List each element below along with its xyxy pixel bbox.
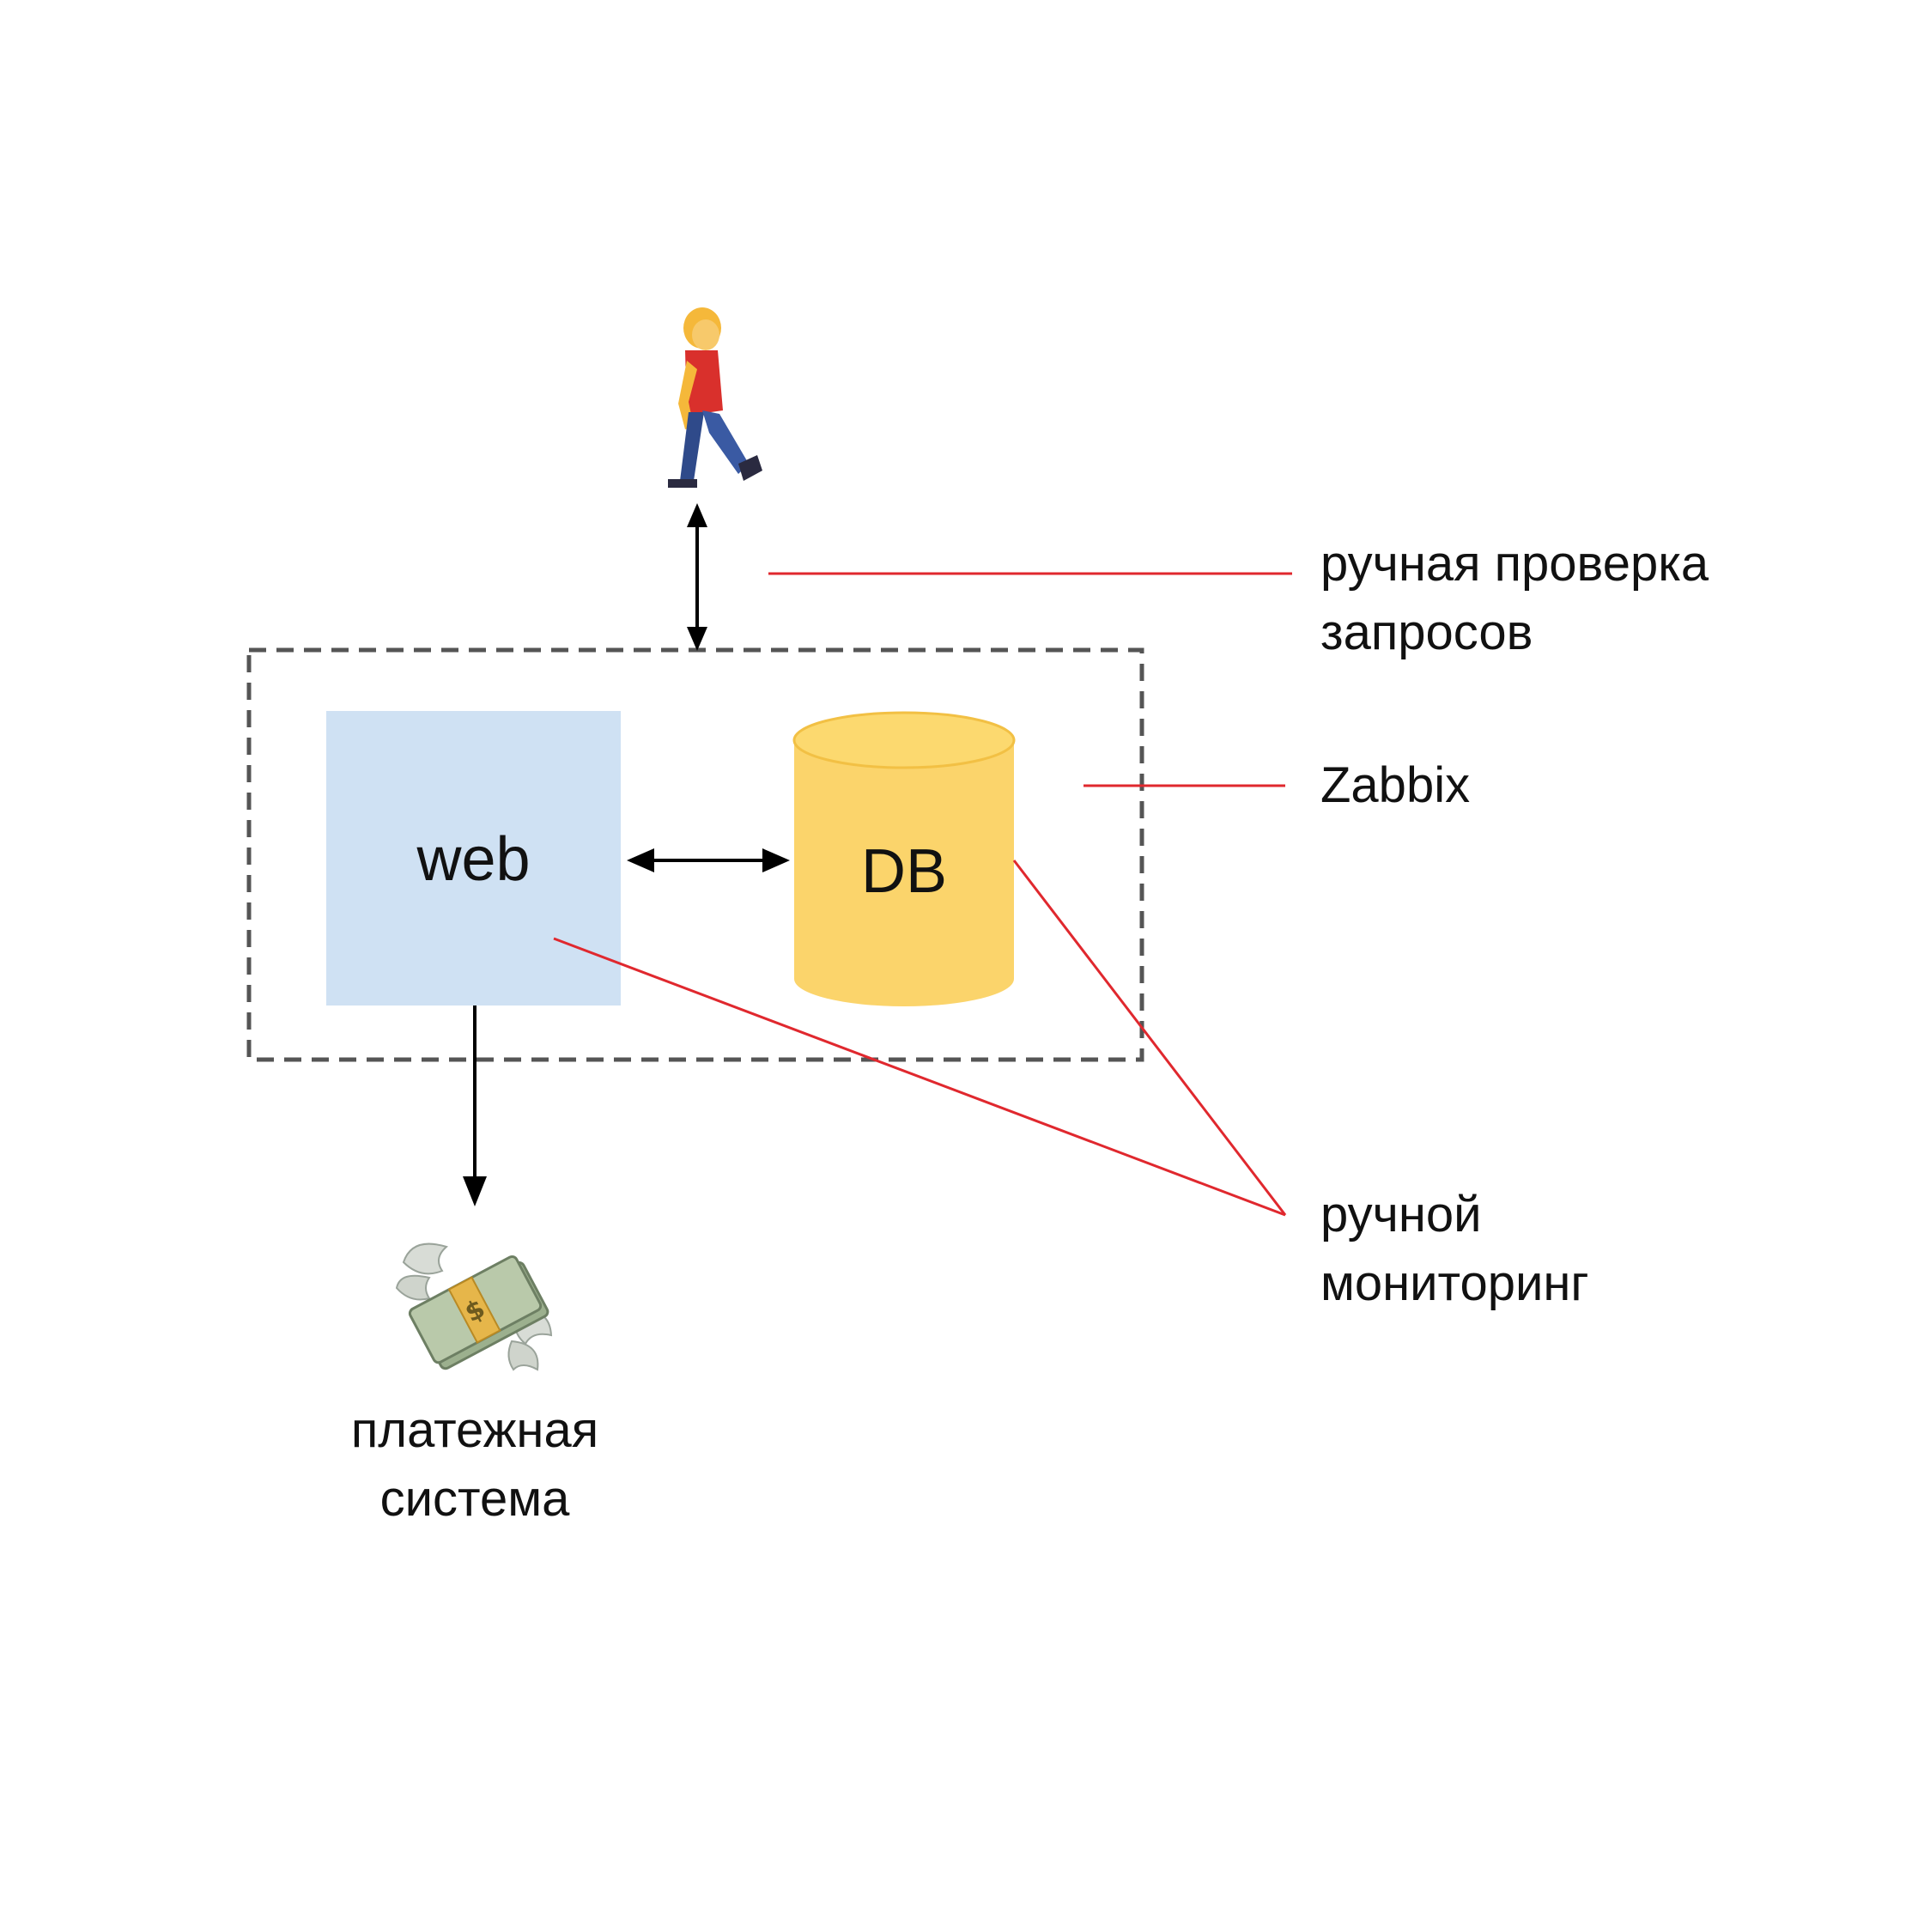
- payment-system-label: платежная система: [303, 1396, 646, 1534]
- zabbix-label: Zabbix: [1320, 757, 1471, 813]
- walking-person-icon: [668, 307, 762, 488]
- monitoring-leader-line-web: [553, 937, 1286, 1217]
- manual-check-label-line2: запросов: [1320, 605, 1533, 660]
- manual-check-label-line1: ручная проверка: [1320, 536, 1709, 592]
- web-db-arrow: [627, 848, 790, 872]
- monitoring-leader-line-db: [1012, 860, 1287, 1216]
- manual-monitoring-label: ручной мониторинг: [1320, 1181, 1589, 1318]
- manual-monitoring-label-line2: мониторинг: [1320, 1255, 1589, 1311]
- db-node-label: DB: [860, 837, 948, 906]
- web-node-label: web: [416, 825, 531, 894]
- manual-monitoring-label-line1: ручной: [1320, 1187, 1482, 1242]
- monitored-system-boundary: [246, 647, 1144, 1062]
- manual-check-label: ручная проверка запросов: [1320, 530, 1709, 667]
- user-request-arrow: [687, 503, 707, 651]
- web-node: [326, 711, 621, 1005]
- payment-system-label-line1: платежная: [350, 1402, 599, 1458]
- money-with-wings-icon: $: [395, 1242, 553, 1371]
- web-payment-arrow: [463, 1005, 487, 1206]
- db-node: [792, 711, 1016, 1006]
- payment-system-label-line2: система: [379, 1471, 570, 1527]
